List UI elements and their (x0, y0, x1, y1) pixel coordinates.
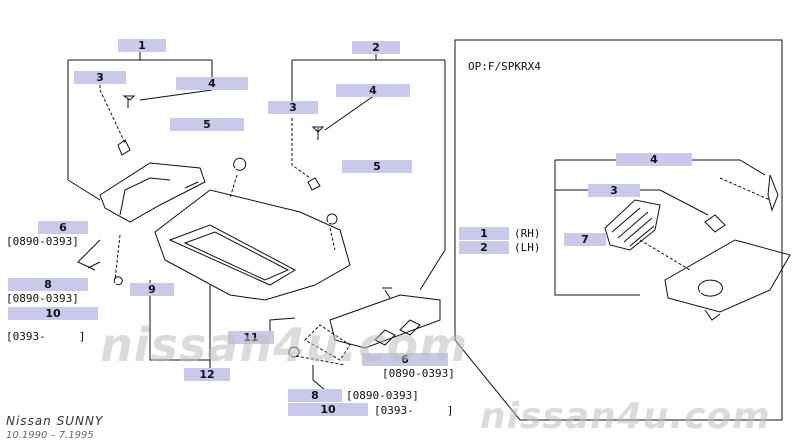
callout-1[interactable]: 1 (118, 39, 166, 52)
callout-5-left[interactable]: 5 (170, 118, 244, 131)
bracket-lh-mid (329, 294, 441, 349)
callout-2-right[interactable]: 2 (459, 241, 509, 254)
callout-5-mid[interactable]: 5 (342, 160, 412, 173)
date-range-8-mid: [0890-0393] (346, 389, 419, 402)
option-frame (454, 39, 783, 421)
date-range-10-mid: [0393- ] (374, 404, 454, 417)
model-range: 10.1990 – 7.1995 (6, 430, 94, 441)
callout-9[interactable]: 9 (130, 283, 174, 296)
watermark-bottom-right: nissan4u.com (480, 396, 771, 437)
rh-label: (RH) (514, 227, 541, 240)
callout-4-mid[interactable]: 4 (336, 84, 410, 97)
callout-3-right[interactable]: 3 (588, 184, 640, 197)
bracket-rh-left (99, 162, 206, 223)
date-range-6-left: [0890-0393] (6, 235, 79, 248)
callout-8-left[interactable]: 8 (8, 278, 88, 291)
option-label: OP:F/SPKRX4 (468, 60, 541, 73)
callout-6-left[interactable]: 6 (38, 221, 88, 234)
callout-4-right[interactable]: 4 (616, 153, 692, 166)
callout-11[interactable]: 11 (228, 331, 274, 344)
callout-6-mid[interactable]: 6 (362, 353, 448, 366)
speaker-grille (604, 199, 661, 251)
callout-3-mid[interactable]: 3 (268, 101, 318, 114)
model-name: Nissan SUNNY (6, 414, 104, 428)
date-range-8-left: [0890-0393] (6, 292, 79, 305)
watermark-center: nissan4u.com (100, 318, 469, 372)
callout-1-right[interactable]: 1 (459, 227, 509, 240)
parcel-shelf (154, 189, 351, 301)
callout-4-left[interactable]: 4 (176, 77, 248, 90)
callout-8-mid[interactable]: 8 (288, 389, 342, 402)
callout-7[interactable]: 7 (564, 233, 606, 246)
lh-label: (LH) (514, 241, 541, 254)
callout-3-left[interactable]: 3 (74, 71, 126, 84)
speaker-bracket (664, 239, 791, 313)
callout-12[interactable]: 12 (184, 368, 230, 381)
callout-10-mid[interactable]: 10 (288, 403, 368, 416)
date-range-6-mid: [0890-0393] (382, 367, 455, 380)
date-range-10-left: [0393- ] (6, 330, 86, 343)
callout-2[interactable]: 2 (352, 41, 400, 54)
callout-10-left[interactable]: 10 (8, 307, 98, 320)
